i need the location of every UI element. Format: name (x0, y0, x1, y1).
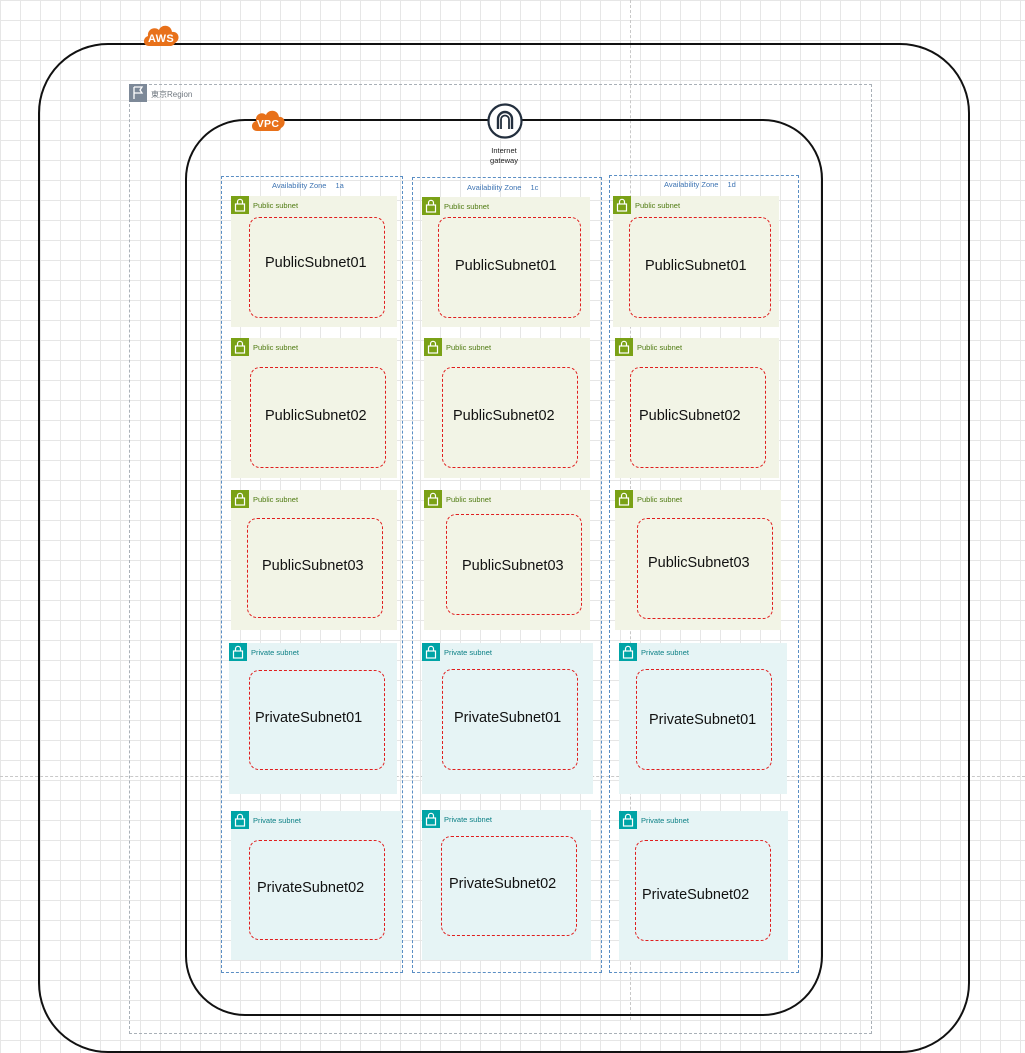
availability-zone-1a (221, 176, 403, 973)
public-subnet-type-label: Public subnet (635, 201, 681, 210)
private-subnet-lock-icon (422, 810, 440, 828)
public-subnet-lock-icon (231, 490, 249, 508)
public-subnet-1a-02: Public subnet (231, 338, 397, 478)
public-subnet-lock-icon (424, 490, 442, 508)
region-flag-icon (129, 84, 147, 102)
private-subnet-1d-01: Private subnet (619, 643, 787, 794)
private-subnet-lock-icon (619, 643, 637, 661)
security-group-box (636, 669, 772, 770)
igw-label-line2: gateway (490, 156, 518, 165)
subnet-name-label: PrivateSubnet02 (642, 887, 750, 903)
private-subnet-lock-icon (422, 643, 440, 661)
public-subnet-type-label: Public subnet (253, 343, 299, 352)
vpc-cloud-icon: VPC (249, 107, 287, 133)
public-subnet-lock-icon (422, 197, 440, 215)
region-label: 東京Region (151, 90, 193, 99)
public-subnet-lock-icon (615, 490, 633, 508)
security-group-box (442, 669, 578, 770)
subnet-name-label: PrivateSubnet02 (449, 876, 557, 892)
private-subnet-type-label: Private subnet (251, 648, 299, 657)
public-subnet-1c-02: Public subnet (424, 338, 590, 478)
subnet-name-label: PublicSubnet01 (455, 258, 557, 274)
availability-zone-1d (609, 175, 799, 973)
private-subnet-type-label: Private subnet (641, 816, 689, 825)
subnet-name-label: PublicSubnet01 (645, 258, 747, 274)
security-group-box (249, 840, 385, 940)
public-subnet-type-label: Public subnet (637, 343, 683, 352)
aws-cloud-icon: AWS (141, 21, 181, 49)
public-subnet-type-label: Public subnet (446, 495, 492, 504)
public-subnet-type-label: Public subnet (444, 202, 490, 211)
subnet-name-label: PrivateSubnet01 (649, 712, 757, 728)
public-subnet-type-label: Public subnet (253, 201, 299, 210)
public-subnet-1c-01: Public subnet (422, 197, 590, 327)
public-subnet-lock-icon (613, 196, 631, 214)
security-group-box (250, 367, 386, 468)
security-group-box (629, 217, 771, 318)
subnet-name-label: PrivateSubnet02 (257, 880, 365, 896)
security-group-box (249, 670, 385, 770)
subnet-name-label: PublicSubnet01 (265, 255, 367, 271)
vpc-label: VPC (256, 118, 280, 130)
subnet-name-label: PrivateSubnet01 (255, 710, 363, 726)
internet-gateway-icon (487, 103, 523, 139)
subnet-name-label: PublicSubnet02 (639, 408, 741, 424)
public-subnet-type-label: Public subnet (253, 495, 299, 504)
security-group-box (249, 217, 385, 318)
internet-gateway-label: Internet gateway (464, 146, 544, 166)
subnet-name-label: PublicSubnet02 (265, 408, 367, 424)
subnet-name-label: PublicSubnet02 (453, 408, 555, 424)
private-subnet-1a-02: Private subnet (231, 811, 402, 960)
security-group-box (446, 514, 582, 615)
security-group-box (247, 518, 383, 618)
private-subnet-lock-icon (231, 811, 249, 829)
subnet-name-label: PublicSubnet03 (462, 558, 564, 574)
security-group-box (637, 518, 773, 619)
security-group-box (635, 840, 771, 941)
security-group-box (442, 367, 578, 468)
public-subnet-lock-icon (231, 338, 249, 356)
public-subnet-type-label: Public subnet (637, 495, 683, 504)
security-group-box (630, 367, 766, 468)
public-subnet-type-label: Public subnet (446, 343, 492, 352)
security-group-box (441, 836, 577, 936)
public-subnet-lock-icon (615, 338, 633, 356)
aws-label: AWS (148, 33, 174, 45)
subnet-name-label: PublicSubnet03 (262, 558, 364, 574)
subnet-name-label: PrivateSubnet01 (454, 710, 562, 726)
private-subnet-lock-icon (619, 811, 637, 829)
public-subnet-1d-02: Public subnet (615, 338, 779, 478)
private-subnet-type-label: Private subnet (253, 816, 301, 825)
private-subnet-lock-icon (229, 643, 247, 661)
availability-zone-1c (412, 177, 602, 973)
public-subnet-1d-03: Public subnet (615, 490, 781, 630)
public-subnet-lock-icon (424, 338, 442, 356)
public-subnet-lock-icon (231, 196, 249, 214)
security-group-box (438, 217, 581, 318)
private-subnet-type-label: Private subnet (444, 815, 492, 824)
private-subnet-type-label: Private subnet (444, 648, 492, 657)
public-subnet-1a-03: Public subnet (231, 490, 397, 630)
private-subnet-type-label: Private subnet (641, 648, 689, 657)
igw-label-line1: Internet (491, 146, 517, 155)
private-subnet-1d-02: Private subnet (619, 811, 788, 960)
subnet-name-label: PublicSubnet03 (648, 555, 750, 571)
